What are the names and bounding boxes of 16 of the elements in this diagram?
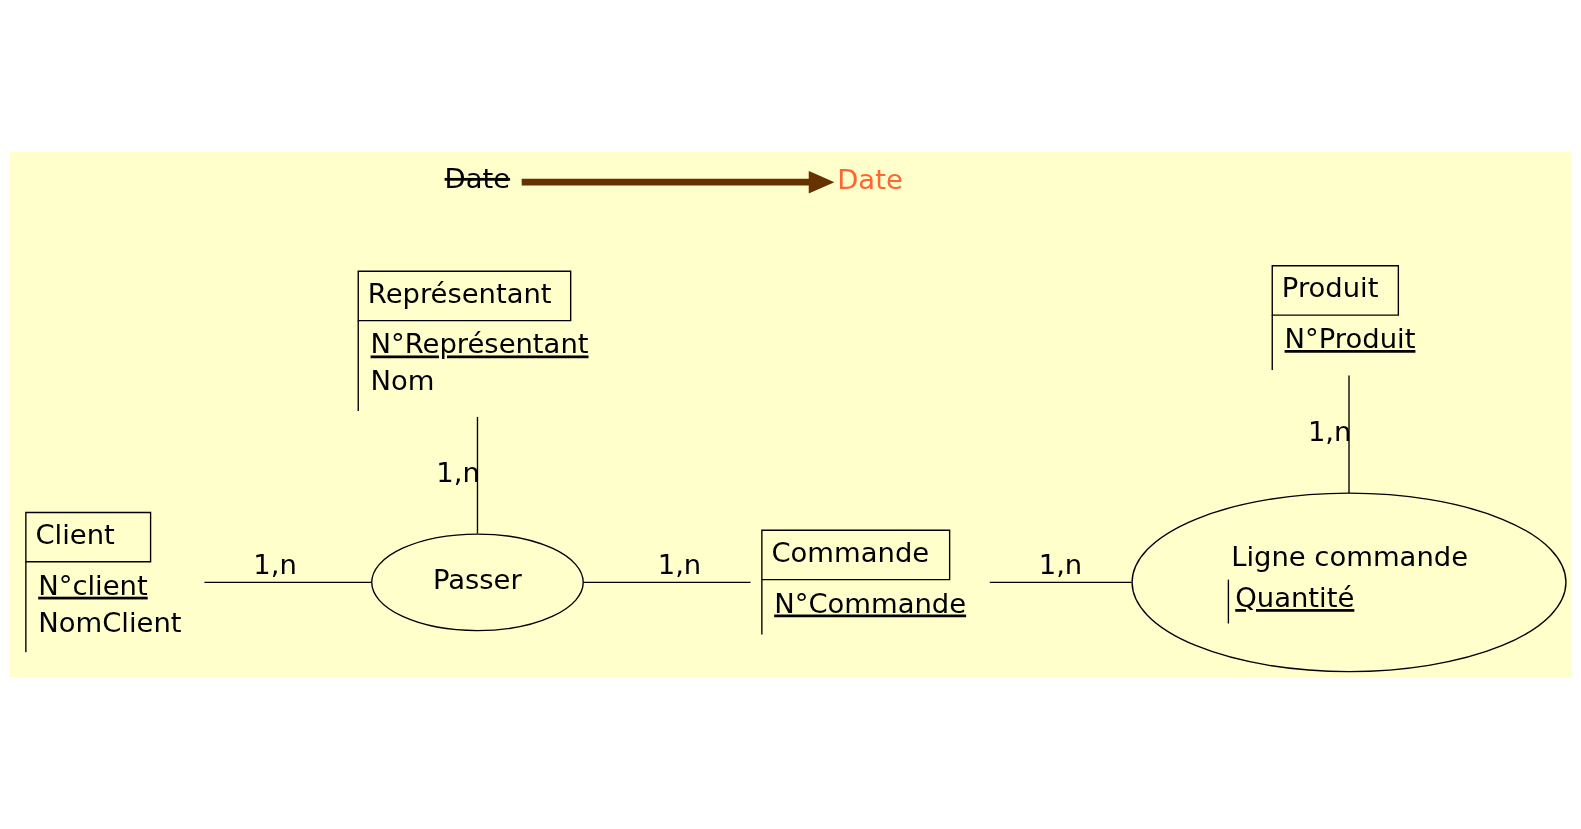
connector	[476, 416, 479, 535]
connector	[1348, 374, 1350, 494]
edge-label: 1,n	[253, 549, 297, 581]
connector	[203, 581, 373, 584]
arrow	[521, 170, 835, 194]
connector	[582, 581, 752, 584]
edge-label: 1,n	[436, 457, 480, 489]
node-ellipse: Ligne commande Quantité	[1131, 492, 1567, 673]
node-label: N°Produit	[1284, 322, 1416, 354]
node-label: NomClient	[38, 606, 182, 638]
edge-label: 1,n	[1038, 549, 1083, 581]
node-ellipse: Passer	[371, 533, 584, 632]
edge-label: 1,n	[657, 549, 702, 581]
connector	[989, 581, 1133, 584]
node-text: Date	[837, 164, 903, 196]
node-text: Date	[444, 162, 511, 194]
